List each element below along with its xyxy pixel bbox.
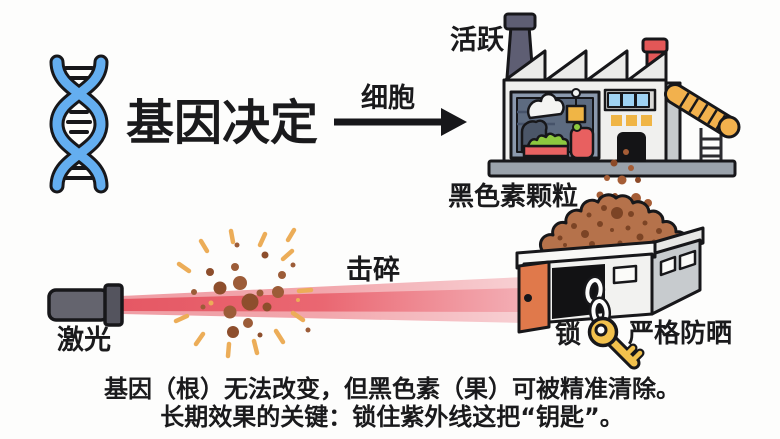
factory-vents [611, 115, 652, 126]
key-icon [587, 316, 645, 370]
bin-front-window [612, 264, 638, 285]
factory-door [617, 132, 646, 162]
factory-interior-window [509, 88, 601, 160]
burst-fragments [191, 242, 311, 338]
particle-burst [173, 227, 314, 359]
gene-title: 基因决定 [126, 95, 318, 151]
door-handle-icon [524, 294, 532, 302]
green-material-icon [526, 132, 570, 148]
conveyor-tube-icon [664, 83, 741, 139]
hanging-crate-icon [565, 104, 587, 124]
steam-cloud-icon [526, 92, 565, 120]
pile-speckles [557, 205, 662, 247]
lock-label: 锁 [555, 319, 581, 350]
red-machine-icon [569, 126, 595, 160]
laser-label: 激光 [57, 324, 111, 356]
chain-icon [582, 275, 612, 328]
smash-label: 击碎 [346, 255, 400, 286]
ladder-icon [699, 128, 723, 162]
caption-line-2: 长期效果的关键：锁住紫外线这把“钥匙”。 [160, 403, 624, 431]
burst-sparks [173, 227, 314, 359]
bin-side-window [678, 249, 697, 271]
sun-protection-label: 严格防晒 [628, 318, 732, 349]
small-steam-icon [571, 88, 581, 98]
laser-beam [121, 277, 524, 323]
conveyor-table [522, 144, 570, 158]
factory-status-label: 活跃 [450, 25, 505, 56]
factory-windows [603, 88, 657, 112]
storage-bin-illustration [515, 193, 705, 334]
bin-side-window [659, 255, 677, 277]
sawtooth-roof [502, 49, 668, 83]
bin-door-open [517, 260, 551, 334]
laser-pointer-icon [47, 283, 124, 327]
cell-arrow [334, 108, 467, 136]
cell-arrow-label: 细胞 [361, 82, 415, 114]
melanin-pile [538, 193, 690, 258]
caption-line-1: 基因（根）无法改变，但黑色素（果）可被精准清除。 [104, 375, 680, 403]
dna-icon [49, 54, 109, 194]
factory-illustration [487, 12, 741, 178]
arrowhead-icon [441, 108, 467, 136]
melanin-particles-label: 黑色素颗粒 [448, 181, 578, 212]
